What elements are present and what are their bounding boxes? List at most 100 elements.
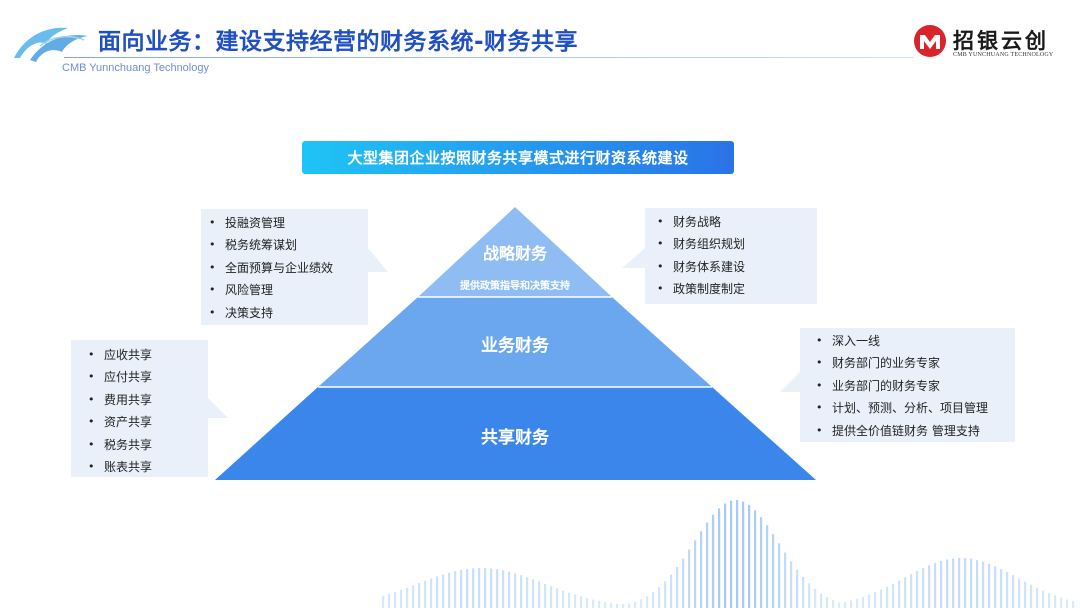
tier-label-shared: 共享财务 bbox=[481, 428, 549, 448]
wave-bar bbox=[766, 525, 769, 608]
wave-bar bbox=[574, 594, 577, 608]
wave-bar bbox=[838, 602, 841, 608]
wave-bar bbox=[652, 592, 655, 608]
wave-bar bbox=[922, 568, 925, 608]
wave-bar bbox=[514, 573, 517, 608]
wave-bar bbox=[826, 597, 829, 608]
wave-bar bbox=[562, 590, 565, 608]
logo-chinese-name: 招银云创 bbox=[953, 28, 1049, 53]
list-item: 风险管理 bbox=[205, 279, 368, 302]
wave-bar bbox=[1000, 569, 1003, 608]
callout-list: 财务战略 财务组织规划 财务体系建设 政策制度制定 bbox=[653, 211, 817, 301]
wave-bar bbox=[490, 568, 493, 608]
wave-bar bbox=[928, 565, 931, 608]
wave-bar bbox=[754, 510, 757, 608]
list-item: 财务部门的业务专家 bbox=[812, 352, 1015, 375]
decorative-wave-bars bbox=[382, 500, 1075, 608]
callout-mid-left: 应收共享 应付共享 费用共享 资产共享 税务共享 账表共享 bbox=[71, 340, 208, 479]
wave-bar bbox=[694, 540, 697, 608]
wave-bar bbox=[508, 571, 511, 608]
callout-tail-mid-left bbox=[208, 398, 228, 418]
wave-bar bbox=[520, 575, 523, 608]
dolphin-logo-icon bbox=[14, 27, 88, 62]
wave-bar bbox=[496, 569, 499, 608]
wave-bar bbox=[1042, 590, 1045, 608]
wave-bar bbox=[850, 600, 853, 608]
wave-bar bbox=[478, 568, 481, 608]
wave-bar bbox=[724, 503, 727, 608]
wave-bar bbox=[952, 558, 955, 608]
callout-list: 深入一线 财务部门的业务专家 业务部门的财务专家 计划、预测、分析、项目管理 提… bbox=[812, 330, 1015, 442]
wave-bar bbox=[802, 576, 805, 608]
wave-bar bbox=[550, 586, 553, 608]
list-item: 提供全价值链财务 管理支持 bbox=[812, 420, 1015, 443]
callout-top-left: 投融资管理 税务统筹谋划 全面预算与企业绩效 风险管理 决策支持 bbox=[201, 209, 368, 325]
wave-bar bbox=[448, 572, 451, 608]
wave-bar bbox=[526, 577, 529, 608]
wave-bar bbox=[382, 595, 385, 608]
wave-bar bbox=[592, 599, 595, 608]
callout-list: 投融资管理 税务统筹谋划 全面预算与企业绩效 风险管理 决策支持 bbox=[205, 212, 368, 324]
wave-bar bbox=[1012, 575, 1015, 608]
wave-bar bbox=[568, 592, 571, 608]
list-item: 财务体系建设 bbox=[653, 256, 817, 279]
wave-bar bbox=[406, 587, 409, 608]
wave-bar bbox=[622, 604, 625, 608]
wave-bar bbox=[436, 576, 439, 608]
wave-bar bbox=[790, 561, 793, 608]
list-item: 计划、预测、分析、项目管理 bbox=[812, 397, 1015, 420]
list-item: 财务组织规划 bbox=[653, 233, 817, 256]
wave-bar bbox=[988, 563, 991, 608]
wave-bar bbox=[598, 600, 601, 608]
wave-bar bbox=[580, 596, 583, 608]
wave-bar bbox=[886, 586, 889, 608]
wave-bar bbox=[676, 566, 679, 608]
wave-bar bbox=[532, 579, 535, 608]
wave-bar bbox=[742, 501, 745, 608]
wave-bar bbox=[658, 587, 661, 608]
wave-bar bbox=[640, 599, 643, 608]
callout-list: 应收共享 应付共享 费用共享 资产共享 税务共享 账表共享 bbox=[84, 344, 208, 479]
wave-bar bbox=[946, 559, 949, 608]
tier-sublabel-strategic: 提供政策指导和决策支持 bbox=[460, 281, 570, 292]
wave-bar bbox=[682, 558, 685, 608]
wave-bar bbox=[940, 561, 943, 608]
wave-bar bbox=[400, 589, 403, 608]
callout-tail-mid-right bbox=[780, 372, 800, 392]
wave-bar bbox=[796, 569, 799, 608]
wave-bar bbox=[586, 598, 589, 608]
wave-bar bbox=[544, 583, 547, 608]
wave-bar bbox=[670, 574, 673, 608]
callout-top-right: 财务战略 财务组织规划 财务体系建设 政策制度制定 bbox=[645, 208, 817, 304]
wave-bar bbox=[970, 558, 973, 608]
callout-tail-top-left bbox=[368, 248, 388, 272]
wave-bar bbox=[772, 534, 775, 608]
wave-bar bbox=[1066, 599, 1069, 608]
page-title: 面向业务：建设支持经营的财务系统-财务共享 bbox=[98, 29, 579, 55]
wave-bar bbox=[814, 588, 817, 608]
list-item: 财务战略 bbox=[653, 211, 817, 234]
wave-bar bbox=[910, 574, 913, 608]
company-logo: 招银云创 CMB YUNCHUANG TECHNOLOGY bbox=[913, 22, 1063, 64]
wave-bar bbox=[1030, 584, 1033, 608]
wave-bar bbox=[1048, 593, 1051, 608]
wave-bar bbox=[388, 593, 391, 608]
wave-bar bbox=[916, 571, 919, 608]
list-item: 账表共享 bbox=[84, 456, 208, 479]
wave-bar bbox=[646, 596, 649, 608]
wave-bar bbox=[472, 568, 475, 608]
list-item: 税务共享 bbox=[84, 434, 208, 457]
wave-bar bbox=[1018, 578, 1021, 608]
list-item: 深入一线 bbox=[812, 330, 1015, 353]
list-item: 投融资管理 bbox=[205, 212, 368, 235]
pyramid-tier-strategic bbox=[418, 207, 612, 297]
wave-bar bbox=[394, 591, 397, 608]
wave-bar bbox=[700, 531, 703, 608]
wave-bar bbox=[484, 568, 487, 608]
wave-bar bbox=[778, 543, 781, 608]
wave-bar bbox=[904, 577, 907, 608]
list-item: 应收共享 bbox=[84, 344, 208, 367]
list-item: 全面预算与企业绩效 bbox=[205, 257, 368, 280]
wave-bar bbox=[844, 601, 847, 608]
